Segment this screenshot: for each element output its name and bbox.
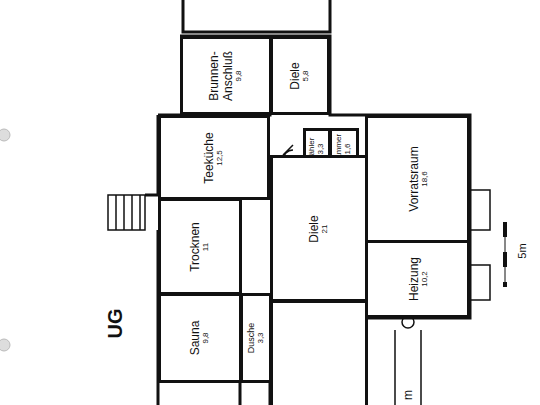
room-label-group: m: [363, 338, 455, 405]
room-label-group: Heizung10,2: [368, 243, 467, 315]
room-label-group: Sauna9,8: [161, 296, 239, 380]
room: Trocknen11: [158, 198, 242, 295]
room-area: 18,6: [420, 171, 429, 187]
room-name: Vorratsraum: [407, 146, 420, 211]
room: Sauna9,8: [158, 293, 242, 383]
room-label-group: Trocknen11: [161, 201, 239, 292]
room: Teeküche12,5: [158, 115, 270, 200]
room-label-group: Dusche3,3: [243, 296, 269, 380]
room-area: 9,8: [235, 70, 244, 81]
room: Brunnen- Anschluß9,8: [180, 36, 272, 115]
room: Vorratsraum18,6: [365, 115, 470, 243]
scale-label: 5m: [516, 243, 528, 258]
room-area: 1,6: [344, 143, 353, 154]
room-area: 11: [202, 242, 211, 250]
room-area: 3,3: [257, 332, 266, 343]
room: Diele21: [270, 155, 368, 302]
room-label-group: Vorratsraum18,6: [368, 118, 467, 240]
room-area: 10,2: [420, 271, 429, 287]
room: Heizung10,2: [365, 240, 470, 318]
room-area: 9,8: [202, 332, 211, 343]
room-name: Heizung: [407, 257, 420, 301]
room-name: Sauna: [189, 321, 202, 356]
room-name: Brunnen- Anschluß: [208, 39, 234, 112]
room-label-group: Brunnen- Anschluß9,8: [183, 39, 269, 112]
room-area: 5,8: [302, 70, 311, 81]
room-name: m: [402, 390, 415, 400]
room: Diele5,8: [270, 36, 330, 115]
room: m: [270, 300, 368, 405]
room-label-group: Teeküche12,5: [161, 118, 267, 197]
floor-label: UG: [104, 309, 127, 339]
room-area: 21: [321, 224, 330, 233]
room-label-group: Diele21: [273, 158, 365, 299]
room-area: 3,3: [317, 143, 326, 154]
room-name: Diele: [289, 62, 302, 89]
room-name: Diele: [308, 215, 321, 242]
room-label-group: Diele5,8: [273, 39, 327, 112]
room-name: Teeküche: [203, 132, 216, 183]
room-area: 12,5: [216, 150, 225, 166]
room-name: Trocknen: [189, 222, 202, 272]
room-name: Dusche: [247, 323, 257, 354]
room: Dusche3,3: [240, 293, 272, 383]
